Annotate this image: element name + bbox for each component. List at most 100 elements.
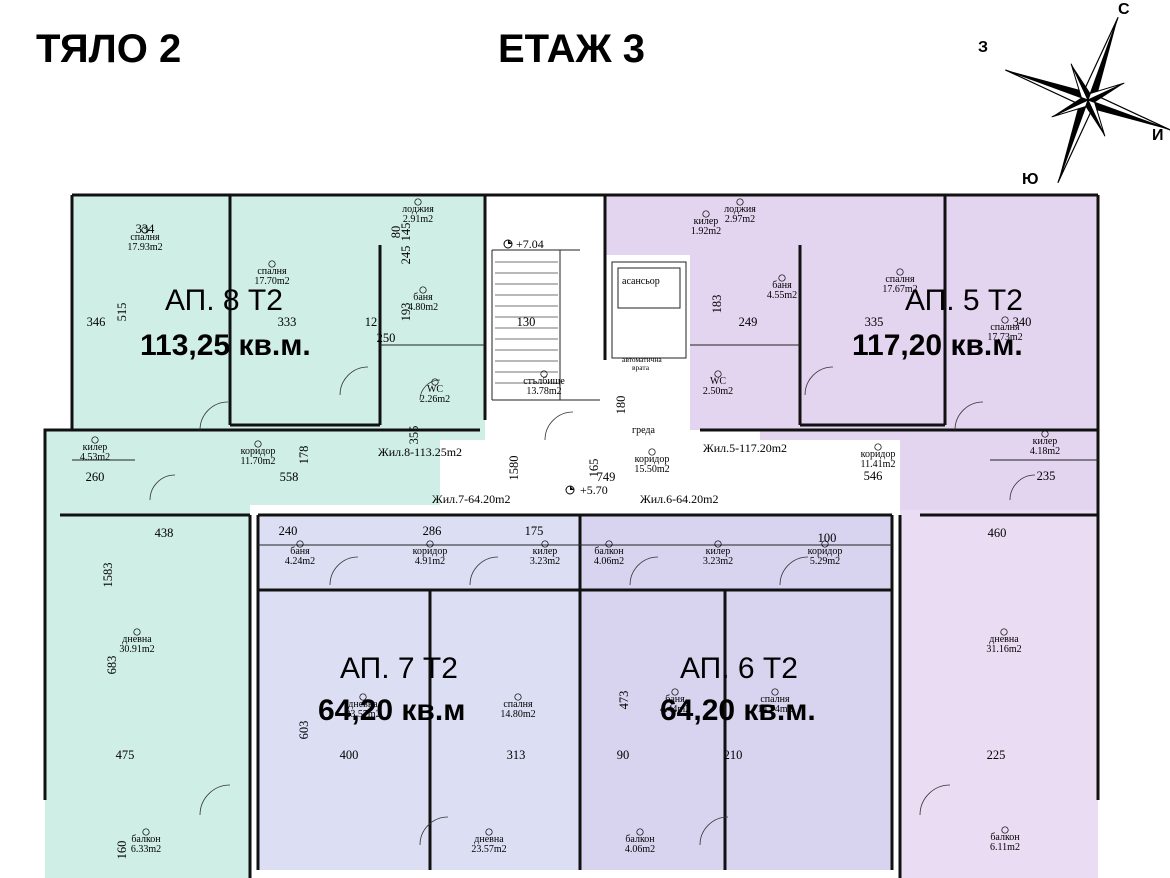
room-name: спалня [760, 694, 790, 705]
compass-south: Ю [1022, 171, 1039, 188]
dimension-label: 683 [105, 656, 119, 675]
room-area: 4.06m2 [594, 556, 624, 567]
room-number-icon [431, 378, 439, 386]
dimension-label: 235 [1037, 469, 1056, 483]
room-area: 17.93m2 [127, 242, 162, 253]
room-area: 3.23m2 [703, 556, 733, 567]
dimension-label: 515 [115, 303, 129, 322]
dimension-label: 180 [614, 396, 628, 415]
room-area: 4.44m2 [660, 704, 690, 715]
zhil8-label: Жил.8-113.25m2 [378, 445, 462, 459]
room-number-icon [540, 370, 548, 378]
dimension-label: 340 [1013, 315, 1032, 329]
apartment-labels: АП. 8 Т2 113,25 кв.м. АП. 5 Т2 117,20 кв… [140, 284, 1023, 727]
dimension-label: 210 [724, 748, 743, 762]
room-number-icon [141, 226, 149, 234]
room-name: лоджия [724, 204, 756, 215]
beam-label: греда [632, 425, 655, 436]
room-number-icon [541, 540, 549, 548]
room-area: 2.50m2 [703, 386, 733, 397]
room-area: 4.55m2 [767, 290, 797, 301]
door-swings [149, 366, 1036, 846]
room-name: килер [533, 546, 558, 557]
dimension-label: 100 [818, 531, 837, 545]
room-area: 23.57m2 [345, 709, 380, 720]
room-area: 17.67m2 [882, 284, 917, 295]
dimension-label: 473 [617, 691, 631, 710]
dimension-label: 460 [988, 526, 1007, 540]
compass-rose-icon [1005, 17, 1170, 183]
room-number-icon [91, 436, 99, 444]
room-number-icon [133, 628, 141, 636]
room-area: 6.33m2 [131, 844, 161, 855]
room-name: баня [290, 546, 310, 557]
room-number-icon [359, 693, 367, 701]
elevator-label: асансьор [622, 276, 660, 287]
room-name: балкон [131, 834, 161, 845]
room-name: балкон [625, 834, 655, 845]
dimension-label: 558 [280, 470, 299, 484]
room-number-icon [1001, 316, 1009, 324]
room-number-icon [426, 540, 434, 548]
dimension-label: 335 [865, 315, 884, 329]
dimension-label: 1580 [507, 456, 521, 481]
dimension-label: 603 [297, 721, 311, 740]
dimension-label: 225 [987, 748, 1006, 762]
room-name: стълбище [523, 376, 565, 387]
room-area: 4.80m2 [408, 302, 438, 313]
level-704: +7.04 [516, 237, 544, 251]
room-name: спалня [503, 699, 533, 710]
dimension-label: 145 [399, 223, 413, 242]
room-name: дневна [122, 634, 152, 645]
room-name: килер [83, 442, 108, 453]
compass-east: И [1152, 127, 1164, 144]
room-number-icon [821, 540, 829, 548]
elevator-shaft [612, 262, 686, 358]
dimension-label: 355 [407, 426, 421, 445]
dimension-label: 546 [864, 469, 883, 483]
dimension-label: 175 [525, 524, 544, 538]
stair-core [485, 195, 605, 445]
dimension-label: 346 [87, 315, 106, 329]
room-name: коридор [241, 446, 276, 457]
dimension-label: 245 [399, 246, 413, 265]
room-label: WC2.50m2 [703, 370, 733, 397]
auto-door-label-2: врата [632, 363, 650, 372]
room-area: 11.41m2 [861, 459, 896, 470]
room-number-icon [142, 828, 150, 836]
level-marker-icons [503, 239, 575, 495]
common-labels: Жил.8-113.25m2 Жил.5-117.20m2 Жил.7-64.2… [378, 237, 787, 506]
dimension-label: 400 [340, 748, 359, 762]
room-number-icon [896, 268, 904, 276]
room-area: 3.23m2 [530, 556, 560, 567]
room-area: 4.91m2 [415, 556, 445, 567]
apt6-zone [580, 515, 892, 870]
room-name: баня [665, 694, 685, 705]
room-name: балкон [990, 832, 1020, 843]
room-number-icon [254, 440, 262, 448]
room-area: 14.80m2 [500, 709, 535, 720]
dimension-label: 250 [377, 331, 396, 345]
apt8-area: 113,25 кв.м. [140, 329, 311, 362]
room-area: 2.91m2 [403, 214, 433, 225]
room-name: дневна [474, 834, 504, 845]
room-number-icon [648, 448, 656, 456]
apt5-area: 117,20 кв.м. [852, 329, 1023, 362]
